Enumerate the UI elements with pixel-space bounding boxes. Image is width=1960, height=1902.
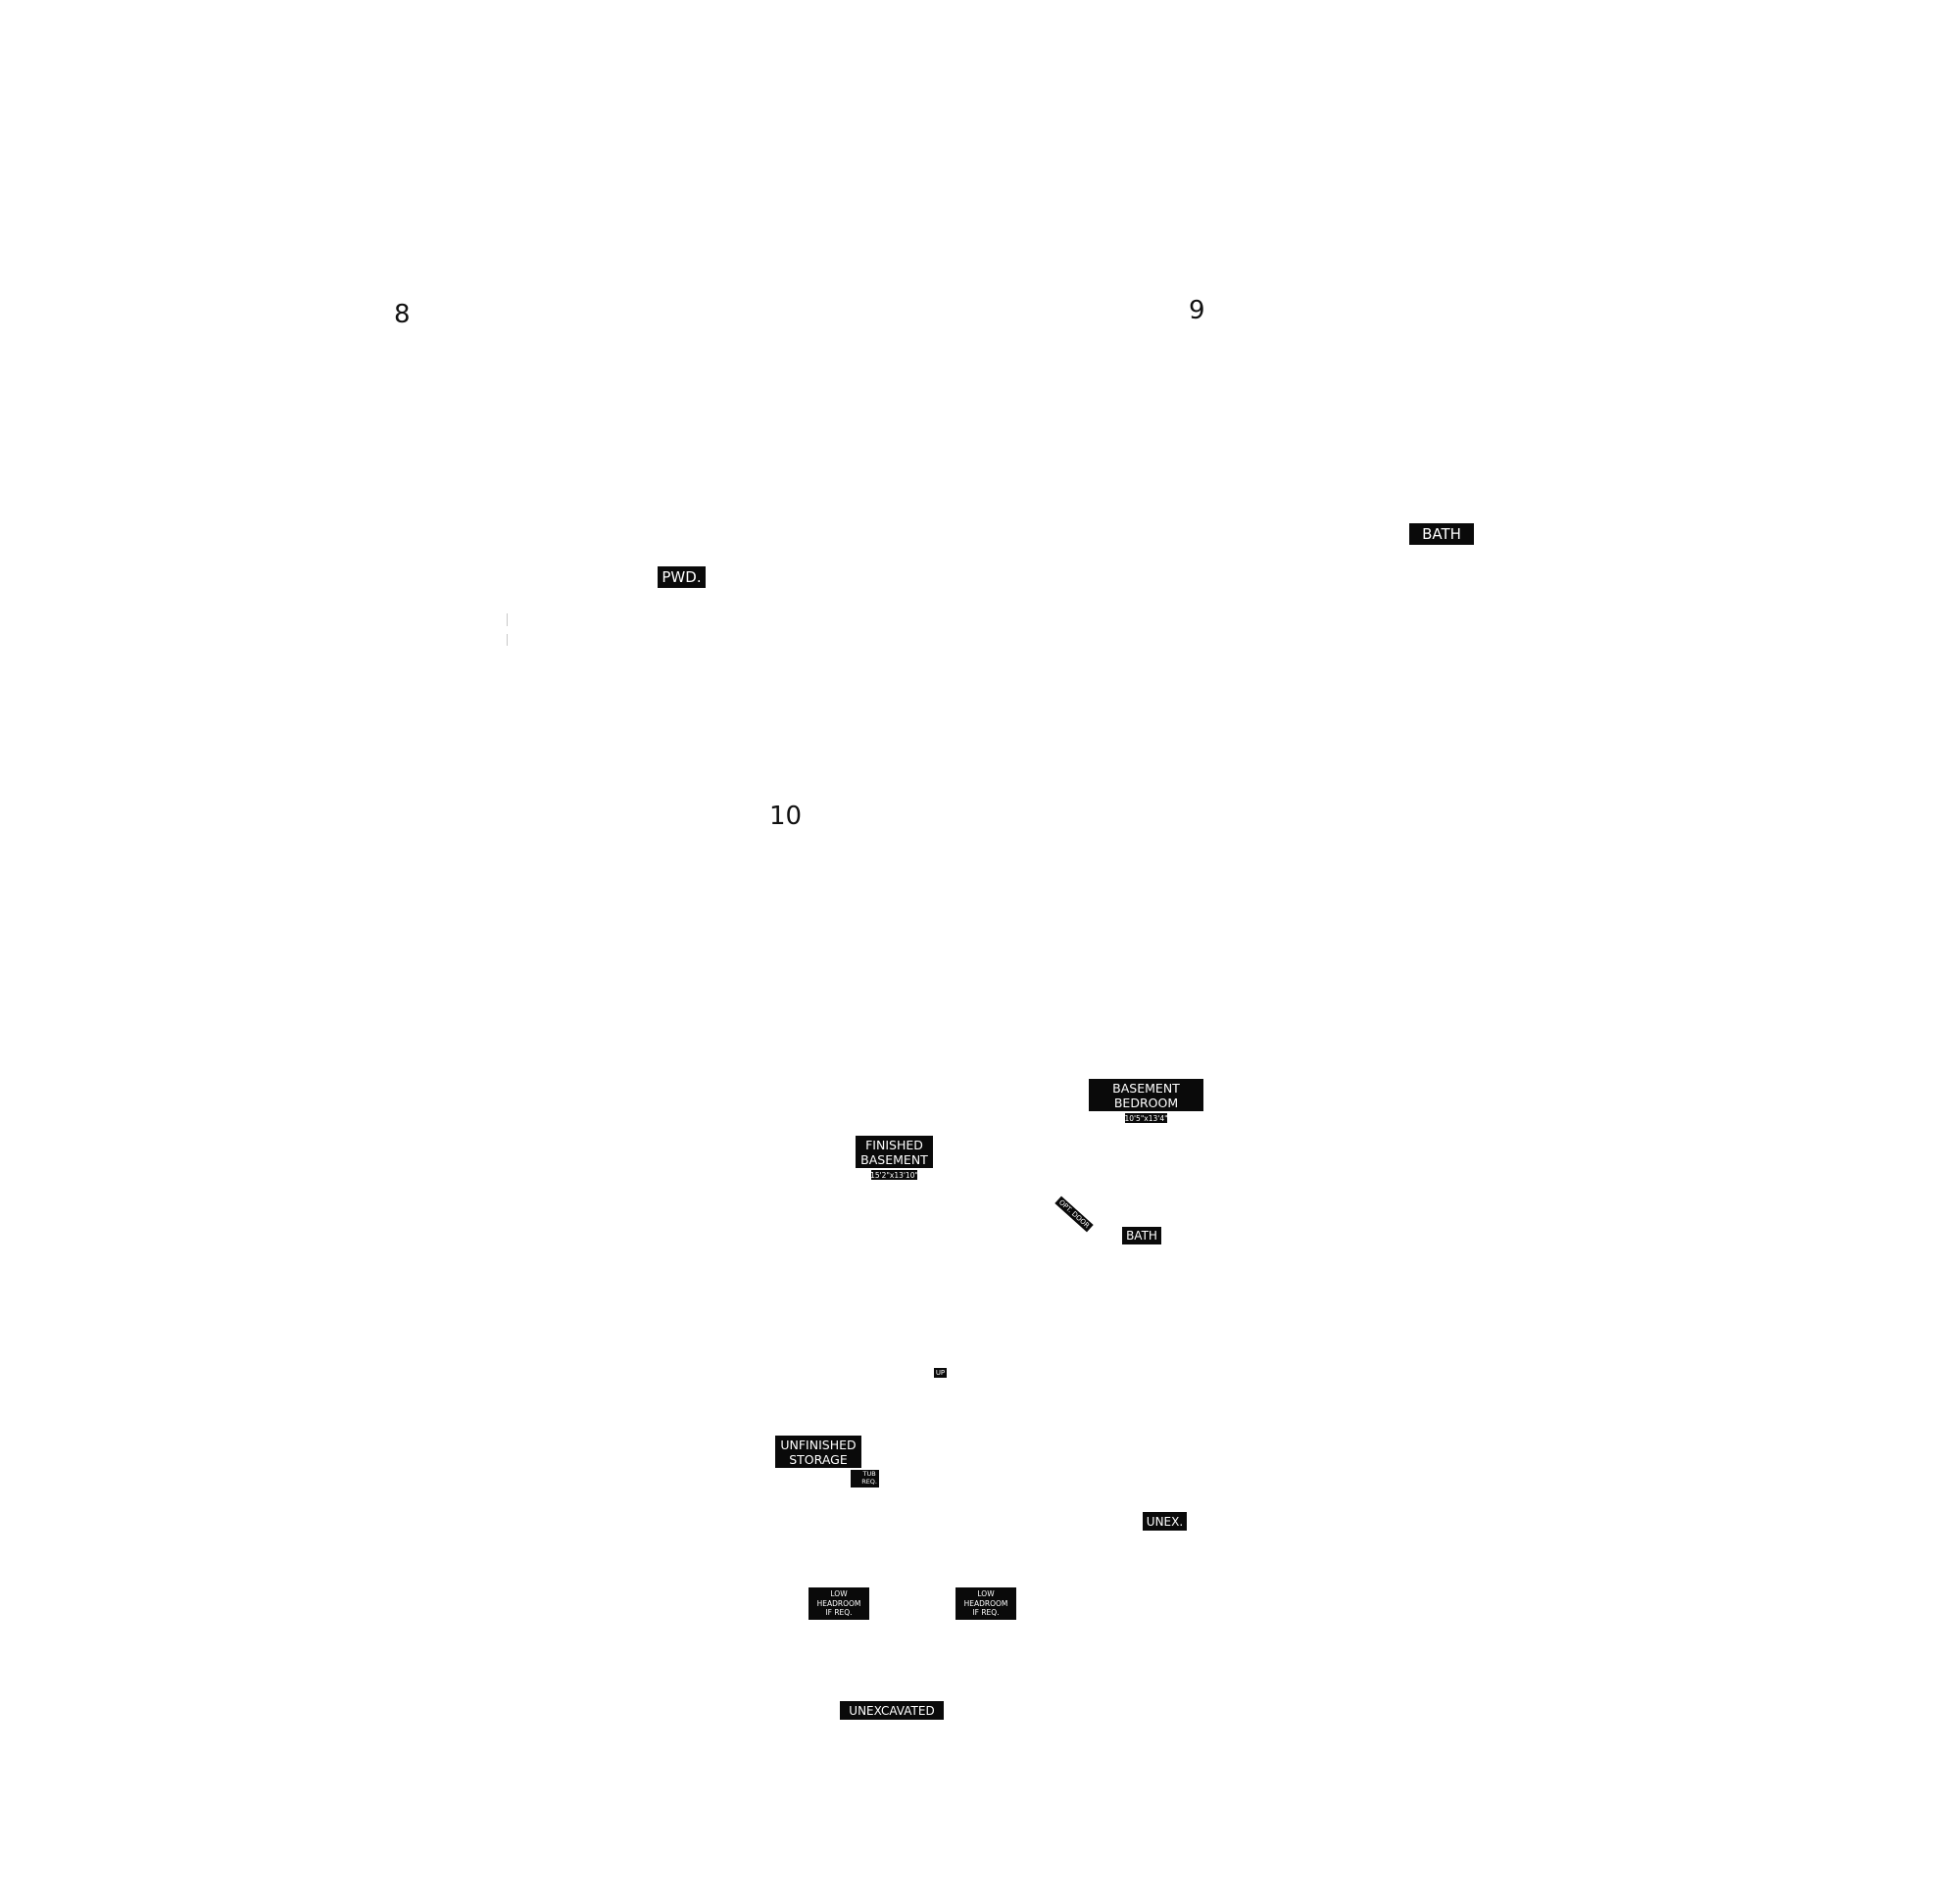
page-number-bottom: 10	[769, 802, 803, 831]
page-number-left: 8	[394, 300, 411, 329]
optional-door-label: OPT. DOOR	[1054, 1195, 1094, 1233]
dimension-tick	[507, 634, 508, 646]
basement-bath-label: BATH	[1122, 1227, 1161, 1244]
low-headroom-label-right: LOW HEADROOM IF REQ.	[956, 1587, 1016, 1620]
basement-bedroom-label: BASEMENT BEDROOM	[1089, 1079, 1203, 1111]
stair-up-label: UP	[934, 1368, 947, 1378]
unexcavated-short-label: UNEX.	[1143, 1512, 1187, 1531]
low-headroom-label-left: LOW HEADROOM IF REQ.	[808, 1587, 869, 1620]
unfinished-storage-label: UNFINISHED STORAGE	[775, 1436, 861, 1468]
bath-label: BATH	[1409, 523, 1474, 545]
unexcavated-label: UNEXCAVATED	[840, 1701, 944, 1720]
finished-basement-dimensions: 15'2"x13'10"	[871, 1170, 917, 1180]
basement-bedroom-dimensions: 10'5"x13'4"	[1125, 1113, 1167, 1123]
powder-room-label: PWD.	[658, 566, 706, 588]
page-number-right: 9	[1189, 296, 1205, 325]
tub-required-label: TUB REQ.	[851, 1470, 879, 1487]
dimension-tick	[507, 613, 508, 626]
finished-basement-label: FINISHED BASEMENT	[856, 1136, 933, 1168]
